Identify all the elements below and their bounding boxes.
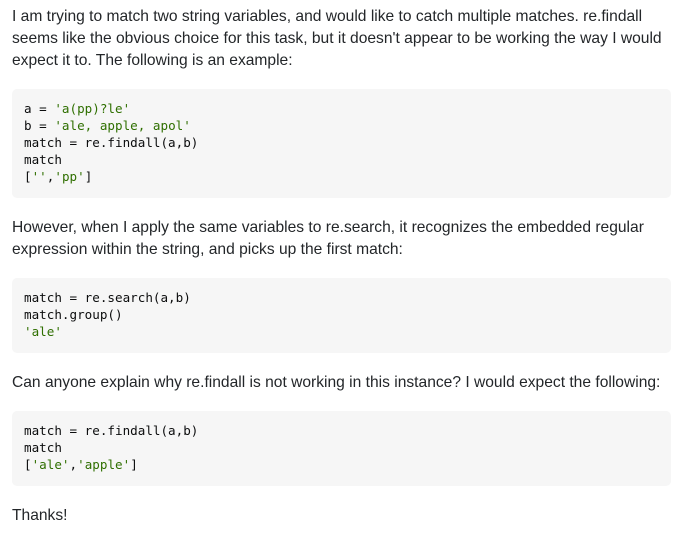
code-text: a =: [24, 101, 55, 116]
code-line: match.group(): [24, 306, 659, 323]
code-text: b =: [24, 118, 55, 133]
code-text: match = re.search(a,b): [24, 290, 191, 305]
code-text: match = re.findall(a,b): [24, 423, 199, 438]
code-line: match: [24, 439, 659, 456]
thanks-paragraph: Thanks!: [12, 507, 68, 524]
code-text: ,: [69, 457, 78, 472]
code-text: ]: [130, 457, 138, 472]
code-line: match: [24, 151, 659, 168]
code-text: ,: [46, 169, 55, 184]
code-string: 'ale': [24, 324, 62, 339]
code-text: [: [24, 169, 32, 184]
code-line: ['ale','apple']: [24, 456, 659, 473]
code-string: '': [31, 169, 47, 184]
code-text: match = re.findall(a,b): [24, 135, 199, 150]
code-string: 'apple': [77, 457, 131, 472]
code-text: ]: [84, 169, 93, 184]
code-text: match: [24, 152, 62, 167]
code-line: ['','pp']: [24, 168, 659, 185]
code-string: 'a(pp)?le': [54, 101, 131, 116]
intro-paragraph: I am trying to match two string variable…: [12, 8, 662, 69]
code-line: b = 'ale, apple, apol': [24, 117, 659, 134]
code-block-expected-output[interactable]: match = re.findall(a,b) match ['ale','ap…: [12, 411, 671, 486]
code-text: match.group(): [24, 307, 123, 322]
code-text: match: [24, 440, 62, 455]
code-line: match = re.search(a,b): [24, 289, 659, 306]
question-paragraph: Can anyone explain why re.findall is not…: [12, 374, 661, 391]
code-string: 'pp': [54, 169, 85, 184]
code-text: [: [24, 457, 32, 472]
middle-paragraph: However, when I apply the same variables…: [12, 219, 644, 258]
code-string: 'ale, apple, apol': [54, 118, 191, 133]
code-line: match = re.findall(a,b): [24, 134, 659, 151]
code-line: 'ale': [24, 323, 659, 340]
code-line: a = 'a(pp)?le': [24, 100, 659, 117]
code-block-search-example[interactable]: match = re.search(a,b) match.group() 'al…: [12, 278, 671, 353]
code-string: 'ale': [31, 457, 70, 472]
code-line: match = re.findall(a,b): [24, 422, 659, 439]
code-block-findall-example[interactable]: a = 'a(pp)?le' b = 'ale, apple, apol' ma…: [12, 89, 671, 198]
